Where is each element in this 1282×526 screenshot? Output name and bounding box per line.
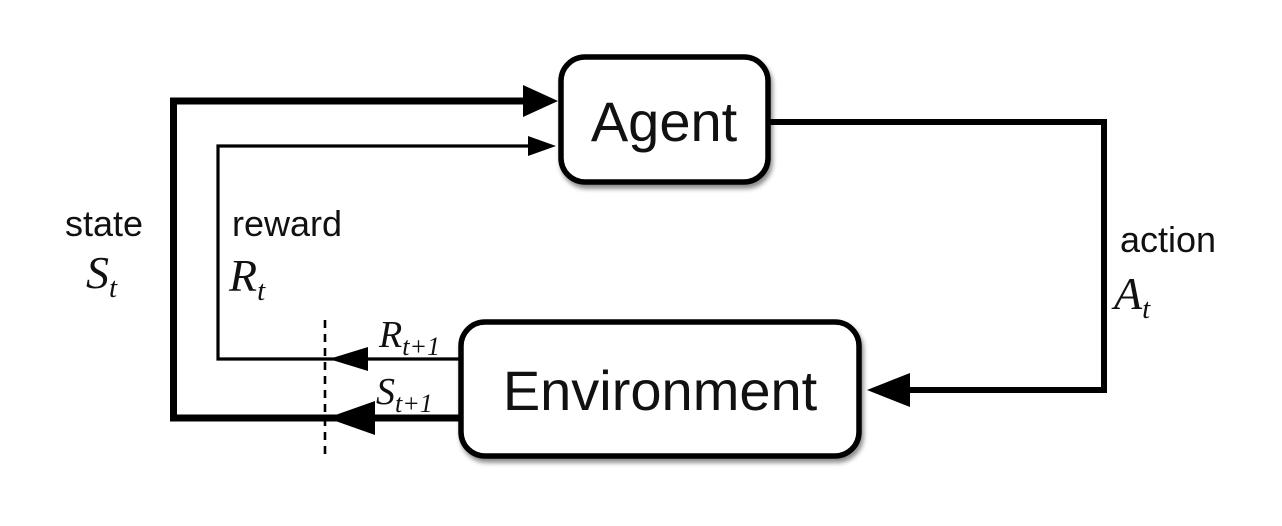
state-into-agent-arrowhead-icon [523,85,558,117]
next-reward-arrowhead-icon [329,347,368,371]
next-state-symbol-label: St+1 [376,371,433,418]
reward-into-agent-arrowhead-icon [528,136,556,156]
state-word-label: state [65,203,143,244]
state-symbol-label: St [86,247,118,304]
reward-symbol-label: Rt [228,250,266,307]
environment-node-label: Environment [503,359,818,422]
action-into-environment-arrowhead-icon [867,373,910,407]
next-state-arrowhead-icon [327,401,375,435]
next-reward-symbol-label: Rt+1 [378,314,440,361]
agent-node-label: Agent [591,90,738,153]
action-symbol-label: At [1111,268,1151,325]
reward-word-label: reward [232,203,342,244]
state-flow-line [170,97,530,422]
action-flow-line [768,119,1107,393]
action-word-label: action [1120,219,1216,260]
agent-node-box [558,54,771,185]
environment-node-box [458,319,862,459]
